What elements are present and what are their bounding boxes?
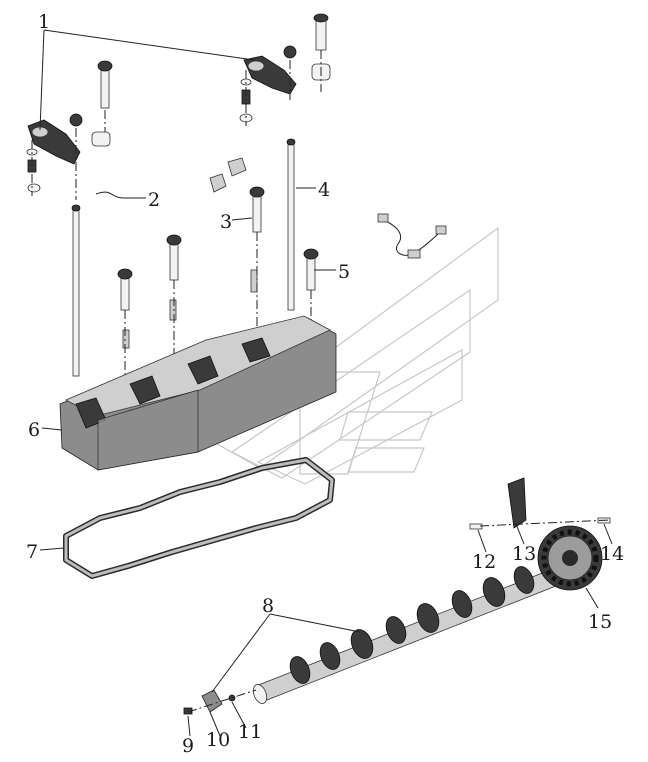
rocker-arm-upper (239, 13, 331, 123)
callout-3: 3 (220, 211, 232, 233)
callout-11: 11 (238, 721, 262, 743)
gasket (63, 457, 335, 579)
clamp-pieces (209, 157, 247, 193)
callout-4: 4 (318, 179, 330, 201)
cover-bolts (117, 186, 319, 349)
valve-cover (59, 315, 337, 471)
long-rod (286, 138, 296, 311)
camshaft-end-parts (183, 689, 236, 715)
callout-7: 7 (26, 541, 38, 563)
wiring-harness (377, 213, 447, 259)
leader-lines (39, 29, 613, 737)
callout-2: 2 (148, 189, 160, 211)
callout-1: 1 (38, 11, 50, 33)
callout-13: 13 (512, 543, 536, 565)
callout-14: 14 (600, 543, 624, 565)
callout-10: 10 (206, 729, 230, 751)
camshaft (252, 565, 567, 704)
push-rod (71, 204, 81, 377)
callout-12: 12 (472, 551, 496, 573)
callout-labels: 1 2 3 4 5 6 7 8 9 10 11 12 13 14 15 (26, 11, 624, 757)
callout-9: 9 (182, 735, 194, 757)
callout-15: 15 (588, 611, 612, 633)
callout-6: 6 (28, 419, 40, 441)
sprocket (537, 525, 603, 591)
callout-5: 5 (338, 261, 350, 283)
callout-8: 8 (262, 595, 274, 617)
